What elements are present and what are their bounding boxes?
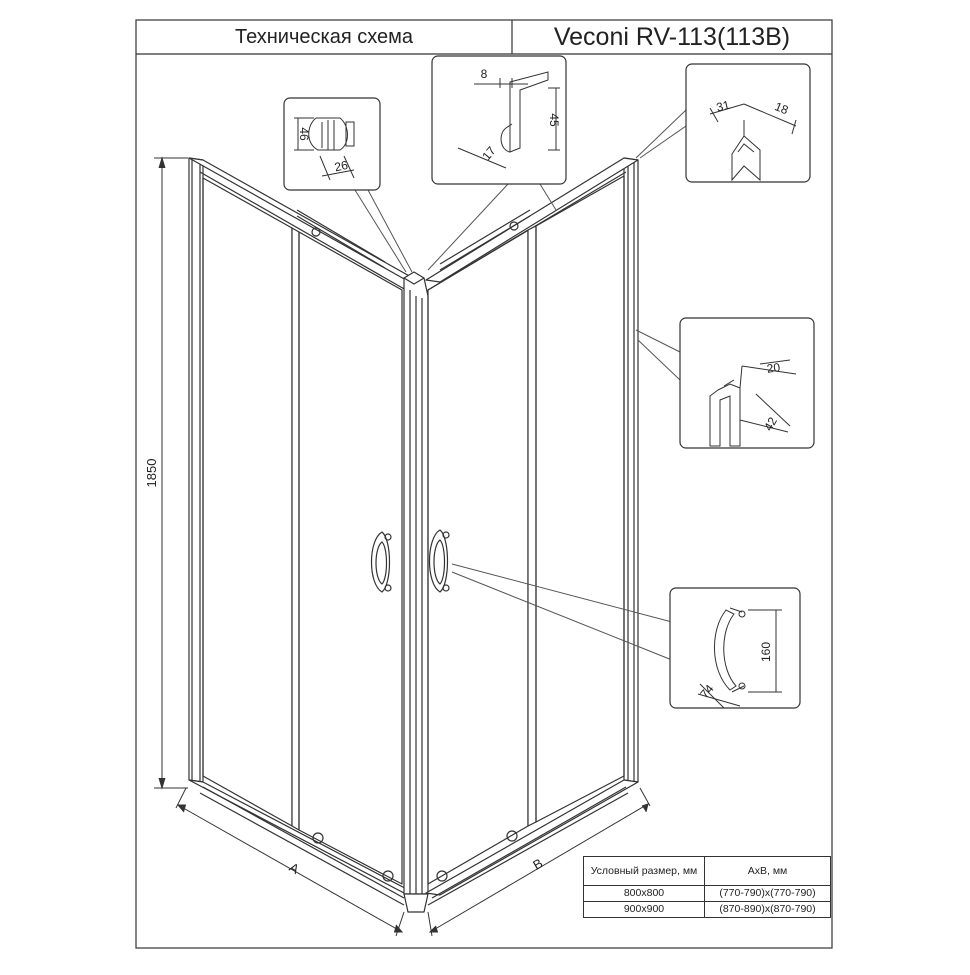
corner-profile-right-label: 18: [773, 99, 791, 117]
callout-wall-profile: 20 42: [635, 317, 815, 449]
row-range: (870-890)х(870-790): [704, 901, 831, 918]
size-spec-table: Условный размер, мм АхВ, мм 800х800 (770…: [583, 856, 831, 918]
right-sliding-door: [427, 229, 529, 885]
right-top-rail: [425, 157, 639, 283]
roller-height-label: 46: [297, 127, 311, 141]
corner-base: [403, 893, 429, 913]
left-roller-bottom-2: [382, 870, 394, 882]
row-range: (770-790)х(770-790): [704, 885, 831, 902]
left-roller-bottom-1: [312, 832, 324, 844]
left-roller-top: [311, 227, 321, 237]
height-dimension: [154, 156, 188, 790]
spec-table-header: Условный размер, мм АхВ, мм: [583, 856, 831, 886]
right-roller-bottom-1: [436, 870, 448, 882]
width-b-dimension: [427, 787, 651, 937]
callout-top-profile: 8 45 17: [427, 55, 567, 271]
roller-width-label: 26: [333, 158, 349, 175]
left-door-handle: [371, 531, 392, 593]
model-name: Veconi RV-113(113B): [553, 23, 791, 51]
row-size: 800х800: [583, 885, 705, 902]
top-profile-depth-label: 45: [547, 113, 561, 127]
right-roller-top: [509, 221, 519, 231]
right-fixed-glass: [535, 175, 625, 823]
callout-handle: 160 74: [451, 563, 801, 709]
header-nominal-size: Условный размер, мм: [583, 856, 705, 886]
wall-profile-width-label: 20: [766, 360, 781, 376]
table-row: 800х800 (770-790)х(770-790): [583, 885, 831, 902]
table-row: 900х900 (870-890)х(870-790): [583, 901, 831, 918]
right-wall-profile: [623, 157, 639, 783]
right-door-handle: [429, 529, 450, 593]
header-axb: АхВ, мм: [704, 856, 831, 886]
left-wall-profile: [188, 157, 204, 783]
right-bottom-rail: [425, 779, 639, 896]
left-fixed-glass: [202, 177, 293, 827]
handle-height-label: 160: [759, 642, 773, 662]
dimension-b-label: B: [530, 855, 545, 872]
width-a-dimension: [175, 787, 405, 937]
callout-roller: 46 26: [283, 97, 413, 273]
top-profile-thickness-label: 8: [481, 67, 488, 81]
wall-profile-depth-label: 42: [761, 414, 780, 433]
right-roller-bottom-2: [506, 830, 518, 842]
sheet-title: Техническая схема: [234, 26, 413, 48]
height-label: 1850: [144, 459, 159, 488]
corner-profile-left-label: 31: [715, 98, 732, 115]
left-sliding-door: [291, 227, 300, 831]
row-size: 900х900: [583, 901, 705, 918]
callout-corner-profile: 31 18: [635, 63, 811, 183]
sheet-border: [135, 19, 833, 949]
